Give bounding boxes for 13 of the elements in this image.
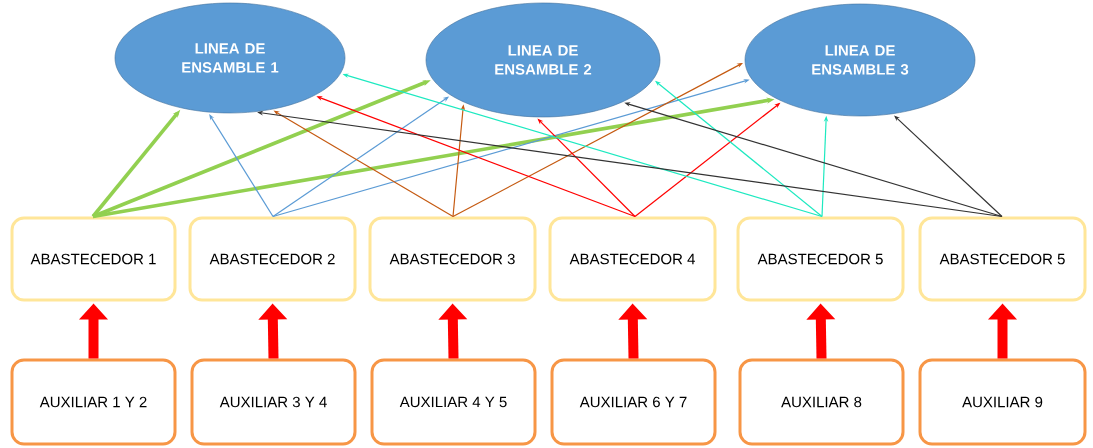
supplier-box: ABASTECEDOR 3	[368, 216, 537, 302]
auxiliary-box: AUXILIAR 3 Y 4	[190, 358, 357, 446]
arrow	[209, 114, 274, 218]
auxiliary-box: AUXILIAR 8	[738, 358, 905, 446]
supplier-box: ABASTECEDOR 2	[188, 216, 357, 302]
supplier-box: ABASTECEDOR 5	[736, 216, 905, 302]
auxiliary-box: AUXILIAR 1 Y 2	[10, 358, 177, 446]
auxiliary-box: AUXILIAR 4 Y 5	[370, 358, 537, 446]
auxiliary-box: AUXILIAR 9	[918, 358, 1087, 446]
supplier-box: ABASTECEDOR 4	[548, 216, 717, 302]
supplier-box: ABASTECEDOR 1	[10, 216, 177, 302]
supplier-box: ABASTECEDOR 5	[918, 216, 1087, 302]
auxiliary-box: AUXILIAR 6 Y 7	[550, 358, 717, 446]
